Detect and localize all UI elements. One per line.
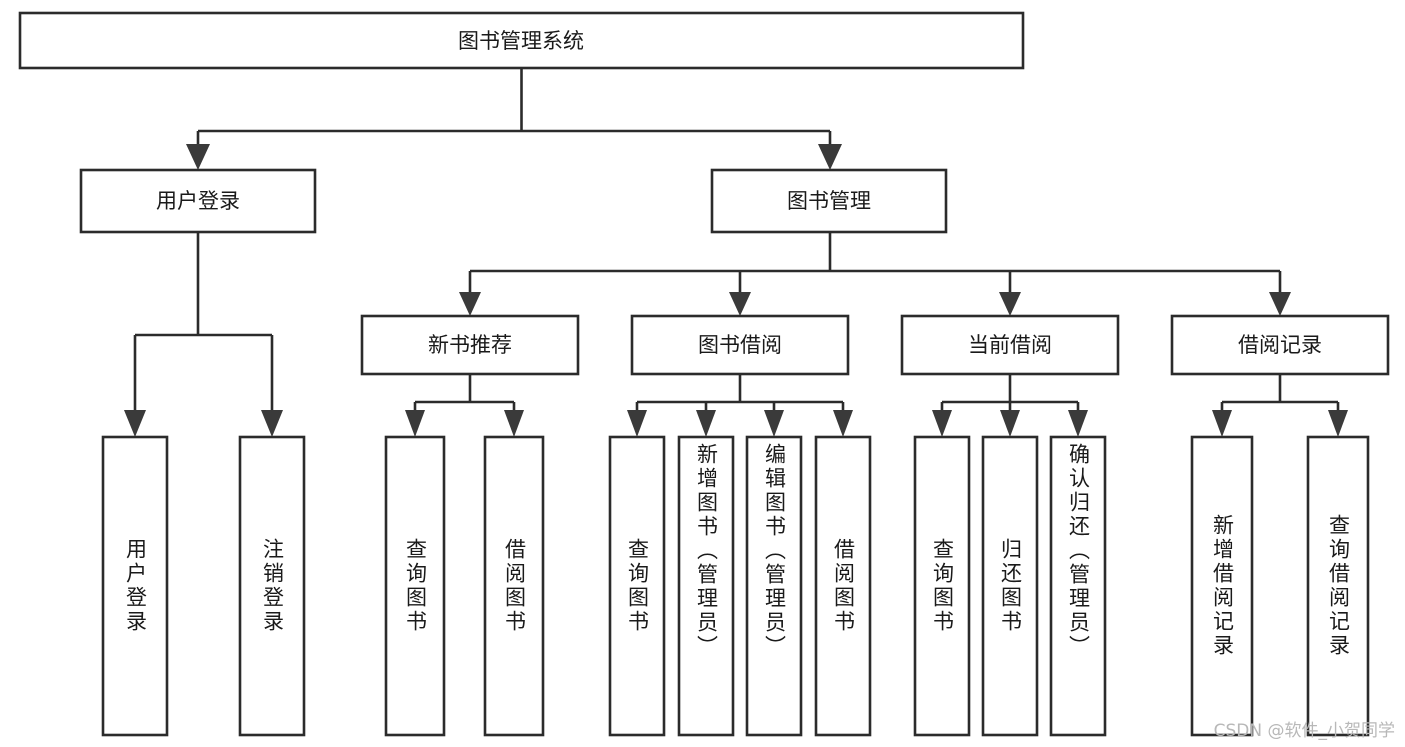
arrowhead-leaf-user-login	[124, 410, 146, 437]
node-current-borrow-box[interactable]	[900, 314, 1120, 376]
arrowhead-leaf-logout	[261, 410, 283, 437]
node-book-borrow-label: 图书借阅	[698, 333, 782, 357]
leaf-add-book-box[interactable]	[677, 435, 735, 737]
node-book-manage-label: 图书管理	[787, 189, 871, 213]
arrowhead-book-borrow	[729, 292, 751, 316]
leaf-borrow-book-1-box[interactable]	[483, 435, 545, 737]
leaf-edit-book-box[interactable]	[745, 435, 803, 737]
leaf-confirm-return-box[interactable]	[1049, 435, 1107, 737]
node-book-manage-box[interactable]	[710, 168, 948, 234]
leaf-return-book-box[interactable]	[981, 435, 1039, 737]
leaf-query-book-2-box[interactable]	[608, 435, 666, 737]
arrowhead-user-login	[186, 144, 210, 170]
leaf-user-login-box[interactable]	[101, 435, 169, 737]
leaf-borrow-book-2-box[interactable]	[814, 435, 872, 737]
arrowhead-borrow-record	[1269, 292, 1291, 316]
leaf-logout-login-box[interactable]	[238, 435, 306, 737]
leaf-query-record-box[interactable]	[1306, 435, 1370, 737]
arrowhead-leaf-query-book-3	[932, 410, 952, 437]
node-borrow-record-box[interactable]	[1170, 314, 1390, 376]
arrowhead-leaf-add-record	[1212, 410, 1232, 437]
node-user-login-box[interactable]	[79, 168, 317, 234]
arrowhead-leaf-query-book-1	[405, 410, 425, 437]
arrowhead-leaf-return-book	[1000, 410, 1020, 437]
leaf-add-record-box[interactable]	[1190, 435, 1254, 737]
arrowhead-leaf-confirm-return	[1068, 410, 1088, 437]
arrowhead-leaf-query-book-2	[627, 410, 647, 437]
leaf-query-book-1-box[interactable]	[384, 435, 446, 737]
nodes-group: 图书管理系统 用户登录 图书管理 新书推荐 图书借阅 当前借阅 借阅记录	[18, 11, 1390, 737]
leaf-query-book-3-box[interactable]	[913, 435, 971, 737]
arrowhead-leaf-borrow-book-1	[504, 410, 524, 437]
node-root-label: 图书管理系统	[458, 29, 584, 53]
node-new-book-recommend-label: 新书推荐	[428, 333, 512, 357]
arrowhead-book-manage	[818, 144, 842, 170]
arrowhead-leaf-edit-book	[764, 410, 784, 437]
arrowhead-leaf-borrow-book-2	[833, 410, 853, 437]
node-borrow-record-label: 借阅记录	[1238, 333, 1322, 357]
arrowhead-leaf-query-record	[1328, 410, 1348, 437]
arrowhead-leaf-add-book	[696, 410, 716, 437]
node-book-borrow-box[interactable]	[630, 314, 850, 376]
node-root-box[interactable]	[18, 11, 1025, 70]
arrowhead-current-borrow	[999, 292, 1021, 316]
node-user-login-label: 用户登录	[156, 189, 240, 213]
node-current-borrow-label: 当前借阅	[968, 333, 1052, 357]
node-new-book-recommend-box[interactable]	[360, 314, 580, 376]
arrowhead-new-book-recommend	[459, 292, 481, 316]
arrowheads-group	[124, 144, 1348, 437]
csdn-watermark: CSDN @软件_小贺同学	[1213, 721, 1395, 741]
